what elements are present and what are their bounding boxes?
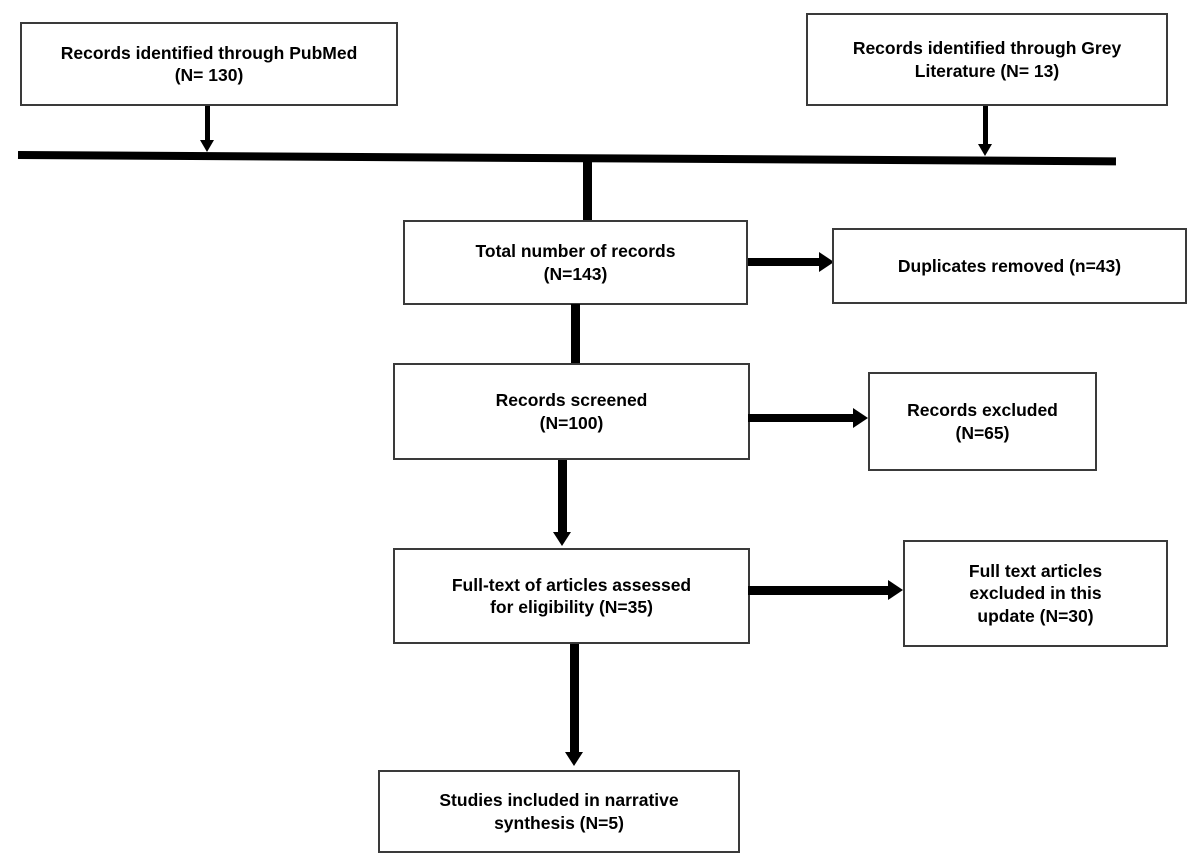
node-label-pubmed: Records identified through PubMed (N= 13… [60, 42, 358, 85]
connector-screened-to-fulltext-line [558, 460, 567, 534]
node-label-grey: Records identified through Grey Literatu… [852, 38, 1122, 81]
connector-grey-to-bar-line [983, 106, 988, 146]
connector-grey-to-bar-arrowhead [978, 144, 992, 156]
node-label-ftexcluded: Full text articles excluded in this upda… [968, 560, 1103, 626]
connector-total-to-screened-line [571, 304, 580, 364]
connector-total-to-duplicates-line [748, 258, 822, 266]
connector-pubmed-to-bar-line [205, 106, 210, 142]
node-fulltext-assessed-eligibility: Full-text of articles assessed for eligi… [393, 548, 750, 644]
node-duplicates-removed: Duplicates removed (n=43) [832, 228, 1187, 304]
node-studies-included-narrative-synthesis: Studies included in narrative synthesis … [378, 770, 740, 853]
connector-screened-to-excluded-line [748, 414, 856, 422]
connector-fulltext-to-included-line [570, 644, 579, 754]
node-records-screened: Records screened (N=100) [393, 363, 750, 460]
node-records-excluded: Records excluded (N=65) [868, 372, 1097, 471]
node-fulltext-articles-excluded: Full text articles excluded in this upda… [903, 540, 1168, 647]
node-label-fulltext: Full-text of articles assessed for eligi… [451, 574, 692, 617]
connector-screened-to-excluded-arrowhead [853, 408, 868, 428]
node-records-identified-grey-literature: Records identified through Grey Literatu… [806, 13, 1168, 106]
connector-pubmed-to-bar-arrowhead [200, 140, 214, 152]
node-label-duplicates: Duplicates removed (n=43) [897, 255, 1122, 276]
node-label-included: Studies included in narrative synthesis … [439, 790, 679, 833]
connector-fulltext-to-excluded-line [748, 586, 891, 595]
node-label-screened: Records screened (N=100) [495, 390, 648, 433]
node-label-excluded: Records excluded (N=65) [907, 400, 1058, 443]
connector-bar-to-total-line [583, 156, 592, 222]
connector-fulltext-to-included-arrowhead [565, 752, 583, 766]
node-records-identified-pubmed: Records identified through PubMed (N= 13… [20, 22, 398, 106]
node-label-total: Total number of records (N=143) [475, 241, 676, 284]
connector-screened-to-fulltext-arrowhead [553, 532, 571, 546]
connector-fulltext-to-excluded-arrowhead [888, 580, 903, 600]
connector-total-to-duplicates-arrowhead [819, 252, 834, 272]
node-total-number-of-records: Total number of records (N=143) [403, 220, 748, 305]
merge-bar [17, 151, 1117, 166]
